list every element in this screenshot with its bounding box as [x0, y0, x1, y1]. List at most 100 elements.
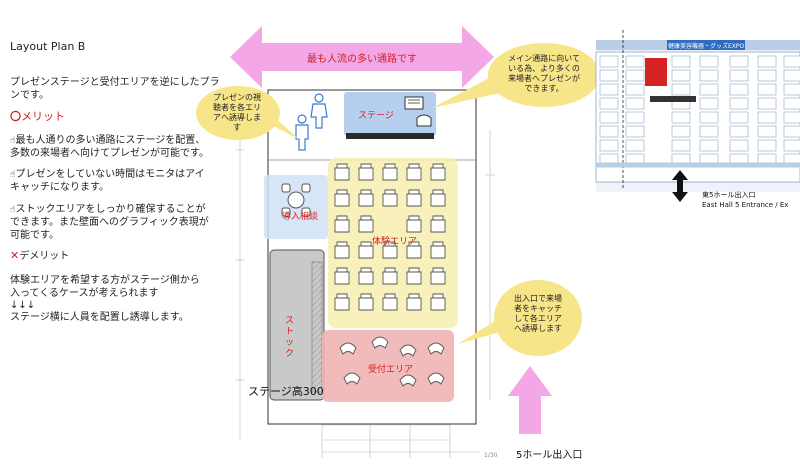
minimap-hall-label-jp: 東5ホール出入口: [702, 191, 756, 199]
minimap-booth-block: [757, 69, 777, 82]
chair-icon: [334, 215, 350, 233]
chair-icon: [382, 241, 398, 259]
pointer-hand-icon: ☝: [10, 136, 16, 146]
chair-icon: [406, 163, 422, 181]
demerit-line-3: ステージ横に人員を配置し誘導します。: [10, 312, 189, 323]
stock-shelf: [311, 261, 323, 393]
hall-exit-double-arrow: [672, 170, 688, 202]
chair-icon: [406, 215, 422, 233]
chair-icon: [382, 293, 398, 311]
reception-chair-icon: [399, 374, 417, 387]
reception-chair-icon: [427, 342, 445, 355]
demerit-heading-label: デメリット: [19, 251, 70, 262]
bubble-bottom-right: [494, 280, 582, 356]
minimap-booth-block: [757, 83, 777, 96]
chair-icon: [358, 163, 374, 181]
consult-table-set: [281, 183, 311, 217]
minimap-booth-block: [729, 139, 749, 152]
minimap-booth-block: [783, 139, 800, 152]
bubble-bottom-text: 出入口で来場者をキャッチして各エリアへ誘導します: [514, 294, 562, 333]
merit-2-line-1: ☝プレゼンをしていない時間はモニタはアイ: [10, 168, 205, 182]
minimap-booth-block: [671, 111, 691, 124]
minimap-booth-block: [671, 125, 691, 138]
reception-chair-icon: [343, 372, 361, 385]
reception-label: 受付エリア: [368, 365, 414, 375]
demerit-arrows: ↓↓↓: [10, 300, 36, 311]
chair-icon: [358, 215, 374, 233]
merit-1-text-a: 最も人通りの多い通路にステージを配置、: [15, 135, 206, 146]
chair-icon: [334, 241, 350, 259]
reception-chair-icon: [339, 342, 357, 355]
minimap-booth-block: [599, 69, 619, 82]
chair-icon: [406, 241, 422, 259]
minimap-booth-block: [783, 55, 800, 68]
minimap-booth-block: [671, 83, 691, 96]
minimap-booth-block: [757, 111, 777, 124]
minimap-booth-block: [729, 83, 749, 96]
minimap-booth-block: [599, 55, 619, 68]
minimap-booth-block: [757, 97, 777, 110]
page-title: Layout Plan B: [10, 40, 86, 53]
intro-line-2: ンです。: [10, 90, 49, 101]
minimap-booth-block: [783, 111, 800, 124]
chair-icon: [430, 215, 446, 233]
top-aisle-label: 最も人流の多い通路です: [307, 54, 417, 65]
chair-icon: [430, 267, 446, 285]
minimap-booth-block: [625, 69, 645, 82]
minimap-hall-label-en: East Hall 5 Entrance / Ex: [702, 201, 789, 209]
stage-edge: [346, 133, 434, 139]
chair-icon: [334, 163, 350, 181]
minimap-booth-block: [699, 111, 719, 124]
reception-chair-icon: [427, 372, 445, 385]
chair-icon: [406, 293, 422, 311]
minimap-booth-block: [699, 55, 719, 68]
bubble-top-text: メイン通路に向いている為、より多くの来場者へプレゼンができます。: [508, 54, 580, 93]
stage-label: ステージ: [358, 111, 394, 121]
minimap-booth-block: [625, 139, 645, 152]
minimap-booth-block: [783, 83, 800, 96]
minimap-booth-block: [729, 55, 749, 68]
entrance-arrow: [508, 366, 552, 434]
chair-icon: [382, 163, 398, 181]
minimap-banner: 健康美容機器・グッズEXPO: [668, 43, 745, 50]
merit-2-line-2: キャッチになります。: [10, 182, 109, 193]
merit-1-line-2: 多数の来場者へ向けてプレゼンが可能です。: [10, 148, 209, 159]
merit-2-text-a: プレゼンをしていない時間はモニタはアイ: [15, 169, 205, 180]
reception-chair-icon: [371, 336, 389, 349]
top-aisle-arrow: [230, 26, 494, 88]
demerit-line-1: 体験エリアを希望する方がステージ側から: [10, 275, 200, 286]
minimap-booth-block: [625, 125, 645, 138]
chair-icon: [406, 189, 422, 207]
minimap-booth-block: [729, 97, 749, 110]
reception-chairs: [339, 336, 445, 387]
minimap-booth-block: [699, 83, 719, 96]
minimap-booth-block: [671, 139, 691, 152]
minimap-booth-block: [671, 69, 691, 82]
chair-icon: [382, 267, 398, 285]
our-booth-marker: [645, 58, 667, 86]
chair-icon: [430, 241, 446, 259]
chair-icon: [430, 163, 446, 181]
minimap-booth-block: [599, 111, 619, 124]
chair-icon: [430, 189, 446, 207]
visitor-person-icon: [310, 93, 328, 129]
reception-chair-icon: [399, 344, 417, 357]
chair-icon: [358, 241, 374, 259]
minimap-booth-block: [599, 97, 619, 110]
minimap-booth-block: [783, 97, 800, 110]
experience-label: 体験エリア: [372, 237, 418, 247]
chair-icon: [334, 293, 350, 311]
minimap-booth-block: [699, 69, 719, 82]
minimap-booth-block: [783, 125, 800, 138]
stage-height-label: ステージ高300: [248, 385, 324, 398]
chair-icon: [430, 293, 446, 311]
merit-heading: 〇メリット: [10, 110, 65, 124]
minimap-booth-block: [625, 97, 645, 110]
minimap-booth-block: [599, 83, 619, 96]
demerit-line-2: 入ってくるケースが考えられます: [10, 288, 159, 299]
minimap-booth-block: [783, 69, 800, 82]
minimap-booth-block: [757, 125, 777, 138]
intro-line-1: プレゼンステージと受付エリアを逆にしたプラ: [10, 77, 220, 88]
bubble-left-text: プレゼンの視聴者を各エリアへ誘導します: [213, 93, 261, 132]
stock-area: [269, 249, 325, 401]
